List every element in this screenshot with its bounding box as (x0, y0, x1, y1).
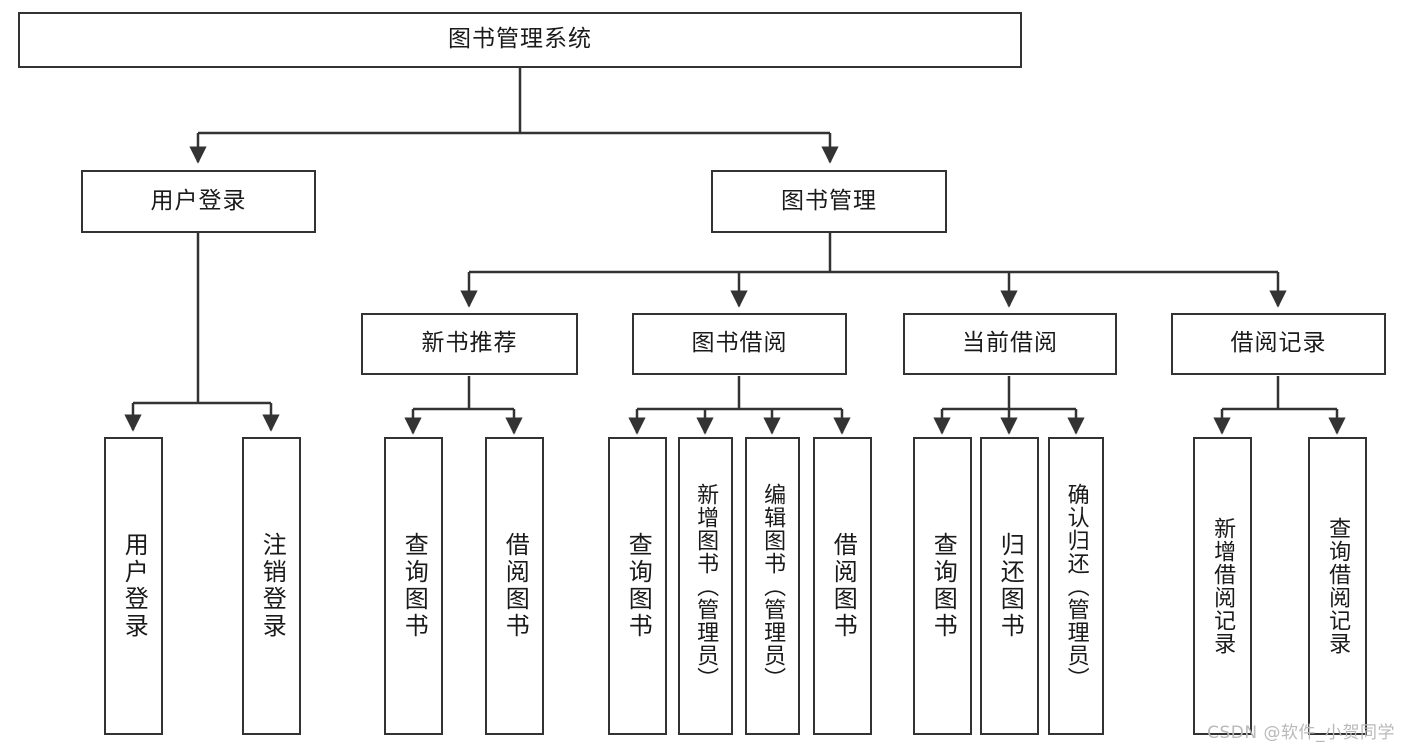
leaf-current-query-book[interactable]: 查询图书 (913, 437, 972, 735)
leaf-current-return-book[interactable]: 归还图书 (980, 437, 1039, 735)
leaf-borrow-query-book[interactable]: 查询图书 (608, 437, 667, 735)
node-label: 借阅图书 (501, 532, 530, 640)
node-label: 图书借阅 (691, 330, 788, 357)
leaf-borrow-add-book-admin[interactable]: 新增图书（管理员） (678, 437, 733, 735)
leaf-borrow-borrow-book[interactable]: 借阅图书 (813, 437, 872, 735)
leaf-user-login-signin[interactable]: 用户登录 (104, 437, 163, 735)
node-label: 图书管理系统 (448, 26, 592, 53)
node-current-borrow[interactable]: 当前借阅 (903, 313, 1117, 375)
leaf-current-confirm-return-admin[interactable]: 确认归还（管理员） (1048, 437, 1104, 735)
leaf-recommend-query-book[interactable]: 查询图书 (384, 437, 443, 735)
node-user-login[interactable]: 用户登录 (81, 170, 316, 233)
node-book-management[interactable]: 图书管理 (711, 170, 947, 233)
node-label: 注销登录 (258, 532, 287, 640)
node-borrow-records[interactable]: 借阅记录 (1171, 313, 1386, 375)
node-label: 确认归还（管理员） (1063, 482, 1089, 690)
leaf-recommend-borrow-book[interactable]: 借阅图书 (485, 437, 544, 735)
leaf-borrow-edit-book-admin[interactable]: 编辑图书（管理员） (745, 437, 800, 735)
node-new-book-recommend[interactable]: 新书推荐 (361, 313, 578, 375)
node-label: 查询图书 (400, 532, 429, 640)
node-label: 查询借阅记录 (1325, 517, 1351, 655)
leaf-user-login-signout[interactable]: 注销登录 (242, 437, 301, 735)
node-label: 借阅图书 (829, 532, 858, 640)
node-label: 新书推荐 (421, 330, 518, 357)
node-book-borrow[interactable]: 图书借阅 (632, 313, 847, 375)
node-label: 用户登录 (120, 532, 149, 640)
node-book-management-system[interactable]: 图书管理系统 (18, 12, 1022, 68)
node-label: 查询图书 (929, 532, 958, 640)
node-label: 编辑图书（管理员） (760, 482, 786, 690)
csdn-watermark: CSDN @软件_小贺同学 (1207, 723, 1395, 743)
node-label: 新增借阅记录 (1210, 517, 1236, 655)
node-label: 用户登录 (150, 187, 247, 214)
node-label: 借阅记录 (1230, 330, 1327, 357)
node-label: 归还图书 (996, 532, 1025, 640)
leaf-records-query-record[interactable]: 查询借阅记录 (1308, 437, 1367, 735)
node-label: 新增图书（管理员） (693, 482, 719, 690)
node-label: 图书管理 (781, 187, 877, 214)
leaf-records-add-record[interactable]: 新增借阅记录 (1193, 437, 1252, 735)
node-label: 当前借阅 (962, 330, 1058, 357)
node-label: 查询图书 (624, 532, 653, 640)
